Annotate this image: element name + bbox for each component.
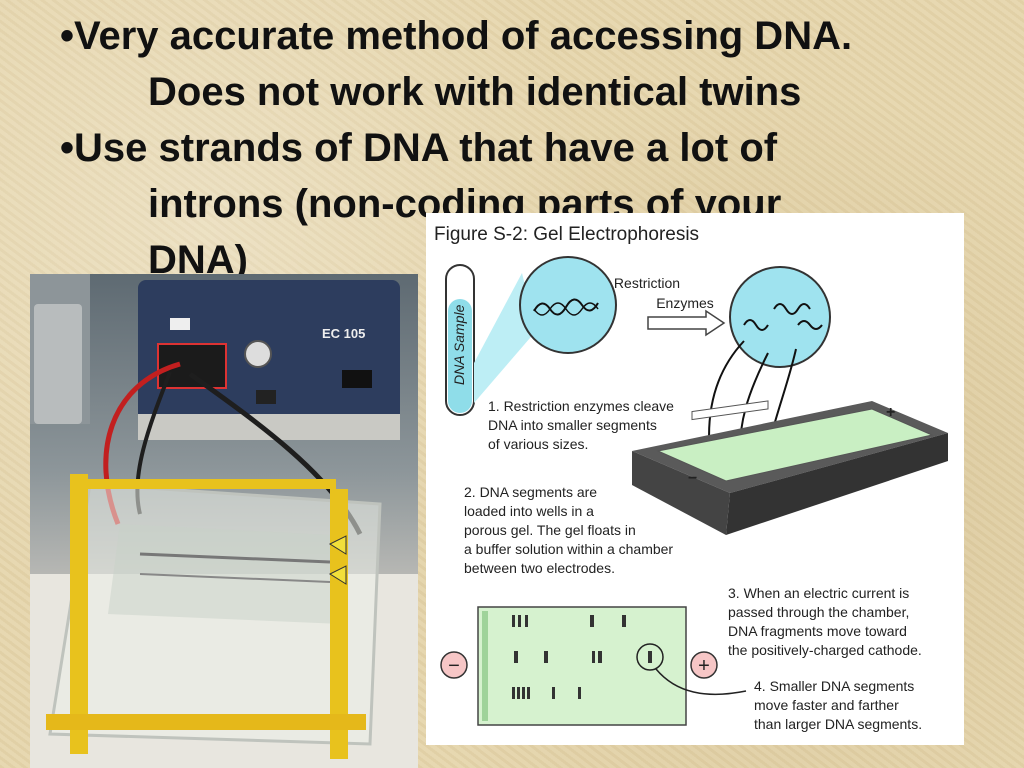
gel-electrophoresis-figure: Figure S-2: Gel Electrophoresis DNA Samp… xyxy=(426,213,964,745)
enzyme-label-line-2: Enzymes xyxy=(656,295,714,311)
step-4-line-2: move faster and farther xyxy=(754,697,899,713)
tube-label: DNA Sample xyxy=(451,304,467,385)
device-label: EC 105 xyxy=(322,326,365,341)
plus-sign: + xyxy=(698,655,710,677)
enzyme-label-line-1: Restriction xyxy=(614,275,680,291)
step-3-line-4: the positively-charged cathode. xyxy=(728,642,922,658)
step-2-line-3: porous gel. The gel floats in xyxy=(464,522,636,538)
figure-diagram: Figure S-2: Gel Electrophoresis DNA Samp… xyxy=(434,224,948,732)
figure-title: Figure S-2: Gel Electrophoresis xyxy=(434,224,699,245)
step-1-line-2: DNA into smaller segments xyxy=(488,417,657,433)
highlight-circle xyxy=(636,643,664,671)
bullet-1: •Very accurate method of accessing DNA.D… xyxy=(60,14,853,114)
step-1-line-1: 1. Restriction enzymes cleave xyxy=(488,398,674,414)
step-4-line-1: 4. Smaller DNA segments xyxy=(754,678,914,694)
step-4-line-3: than larger DNA segments. xyxy=(754,716,922,732)
step-1-line-3: of various sizes. xyxy=(488,436,588,452)
minus-sign: − xyxy=(448,655,460,677)
step-3-line-3: DNA fragments move toward xyxy=(728,623,907,639)
dna-circle-cut xyxy=(729,266,831,368)
electrophoresis-photo: EC 105 xyxy=(30,274,418,768)
gel-result-panel xyxy=(477,606,687,726)
step-2-line-5: between two electrodes. xyxy=(464,560,615,576)
bullet-1-line-2: Does not work with identical twins xyxy=(148,70,802,114)
step-3-line-2: passed through the chamber, xyxy=(728,604,909,620)
step-2-line-2: loaded into wells in a xyxy=(464,503,594,519)
step-2-line-1: 2. DNA segments are xyxy=(464,484,597,500)
gel-bands xyxy=(512,615,652,699)
bullet-1-line-1: Very accurate method of accessing DNA. xyxy=(74,14,853,58)
bullet-list: •Very accurate method of accessing DNA.D… xyxy=(44,8,1004,288)
plus-electrode-icon xyxy=(690,651,718,679)
step-2-line-4: a buffer solution within a chamber xyxy=(464,541,673,557)
bullet-2-line-1: Use strands of DNA that have a lot of xyxy=(74,126,778,170)
tray-plus-icon: + xyxy=(886,404,895,421)
enzyme-arrow-icon xyxy=(647,309,726,337)
tray-minus-icon: − xyxy=(688,470,697,487)
step-3-line-1: 3. When an electric current is xyxy=(728,585,909,601)
minus-electrode-icon xyxy=(440,651,468,679)
apparatus-illustration: EC 105 xyxy=(30,274,418,768)
